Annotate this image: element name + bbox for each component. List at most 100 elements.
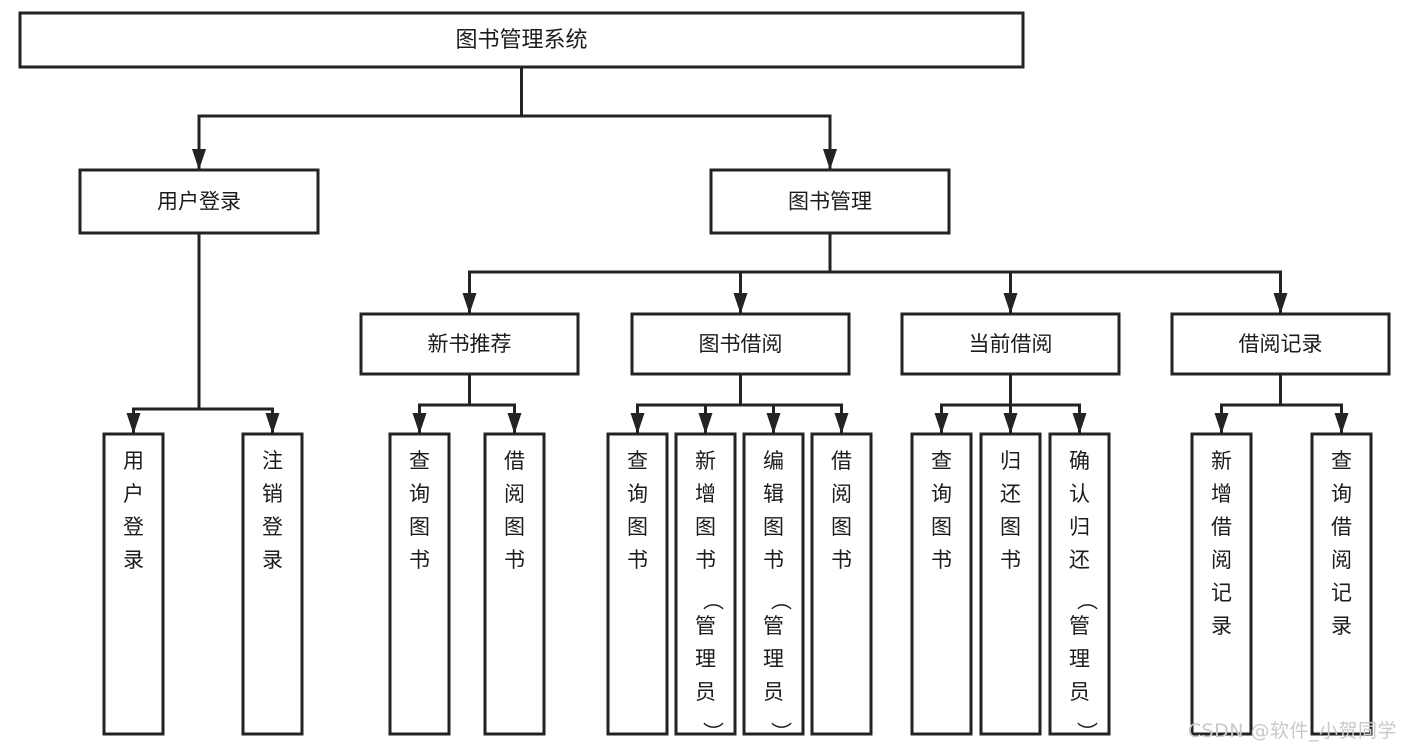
node-label-char: （: [701, 590, 725, 611]
node-borrow-record[interactable]: 借阅记录: [1170, 312, 1391, 376]
node-label-char: ）: [769, 722, 793, 743]
node-box: [709, 168, 951, 235]
node-label-char: 归: [1069, 515, 1090, 539]
arrow-head: [934, 413, 949, 434]
node-label-char: 管: [695, 614, 716, 638]
node-label-char: 理: [695, 647, 716, 671]
node-label-char: 询: [627, 482, 648, 506]
node-label-char: 增: [695, 482, 716, 506]
node-label-char: 还: [1069, 548, 1090, 572]
node-current-borrow[interactable]: 当前借阅: [900, 312, 1121, 376]
node-book-borrow[interactable]: 图书借阅: [630, 312, 851, 376]
arrow-head: [462, 293, 477, 314]
node-box: [359, 312, 580, 376]
node-label-char: 图: [695, 515, 716, 539]
node-label: 图书管理系统: [455, 28, 587, 53]
node-label-char: （: [769, 590, 793, 611]
node-label-char: 登: [262, 515, 283, 539]
node-box: [388, 432, 451, 736]
node-label-char: 员: [695, 680, 716, 704]
node-label: 当前借阅: [969, 332, 1053, 356]
node-box: [810, 432, 873, 736]
node-label-char: 记: [1211, 581, 1232, 605]
node-label-char: 录: [262, 548, 283, 572]
node-box: [1190, 432, 1253, 736]
node-label-char: 员: [1069, 680, 1090, 704]
node-label-char: 户: [123, 482, 144, 506]
node-label-char: 询: [409, 482, 430, 506]
node-label-char: 询: [1331, 482, 1352, 506]
node-box: [1170, 312, 1391, 376]
node-label-char: 理: [763, 647, 784, 671]
node-label-char: 书: [1000, 548, 1021, 572]
arrow-head: [1334, 413, 1349, 434]
node-label-char: 借: [1331, 515, 1352, 539]
arrow-head: [823, 149, 837, 170]
node-label-char: 图: [763, 515, 784, 539]
arrow-head: [1003, 413, 1018, 434]
arrow-head: [1003, 293, 1018, 314]
node-leaf-user-login[interactable]: 用户登录: [102, 432, 165, 736]
node-box: [900, 312, 1121, 376]
node-label-char: ）: [701, 722, 725, 743]
node-label-char: 书: [931, 548, 952, 572]
node-box: [1048, 432, 1111, 736]
node-box: [606, 432, 669, 736]
node-box: [241, 432, 304, 736]
node-label-char: （: [1075, 590, 1099, 611]
node-label-char: 查: [627, 449, 648, 473]
node-label-char: 书: [695, 548, 716, 572]
node-root[interactable]: 图书管理系统: [18, 11, 1025, 69]
arrow-head: [126, 413, 141, 434]
connector-lines-group: [126, 65, 1349, 435]
node-label-char: 归: [1000, 449, 1021, 473]
node-label-char: 登: [123, 515, 144, 539]
node-label-char: 图: [931, 515, 952, 539]
node-label-char: 确: [1069, 449, 1090, 473]
arrow-head: [834, 413, 849, 434]
node-label-char: 书: [763, 548, 784, 572]
node-box: [18, 11, 1025, 69]
node-boxes-group: 图书管理系统用户登录图书管理新书推荐图书借阅当前借阅借阅记录用户登录注销登录查询…: [18, 11, 1391, 743]
node-box: [742, 432, 805, 736]
node-label-char: ）: [1075, 722, 1099, 743]
node-label-char: 理: [1069, 647, 1090, 671]
node-label-char: 录: [1211, 614, 1232, 638]
node-label-char: 书: [831, 548, 852, 572]
node-label-char: 阅: [831, 482, 852, 506]
node-new-book-recommend[interactable]: 新书推荐: [359, 312, 580, 376]
node-label-char: 书: [627, 548, 648, 572]
node-label-char: 图: [409, 515, 430, 539]
arrow-head: [630, 413, 645, 434]
arrow-head: [192, 149, 206, 170]
node-label: 图书借阅: [699, 332, 783, 356]
arrow-head: [412, 413, 427, 434]
node-user-login[interactable]: 用户登录: [78, 168, 320, 235]
node-book-manage[interactable]: 图书管理: [709, 168, 951, 235]
node-label-char: 记: [1331, 581, 1352, 605]
node-label-char: 还: [1000, 482, 1021, 506]
node-label-char: 图: [504, 515, 525, 539]
node-box: [630, 312, 851, 376]
node-label-char: 录: [123, 548, 144, 572]
node-label-char: 查: [1331, 449, 1352, 473]
node-label: 新书推荐: [428, 332, 512, 356]
node-label-char: 用: [123, 449, 144, 473]
node-box: [102, 432, 165, 736]
node-label-char: 辑: [763, 482, 784, 506]
node-label-char: 图: [831, 515, 852, 539]
node-label-char: 注: [262, 449, 283, 473]
